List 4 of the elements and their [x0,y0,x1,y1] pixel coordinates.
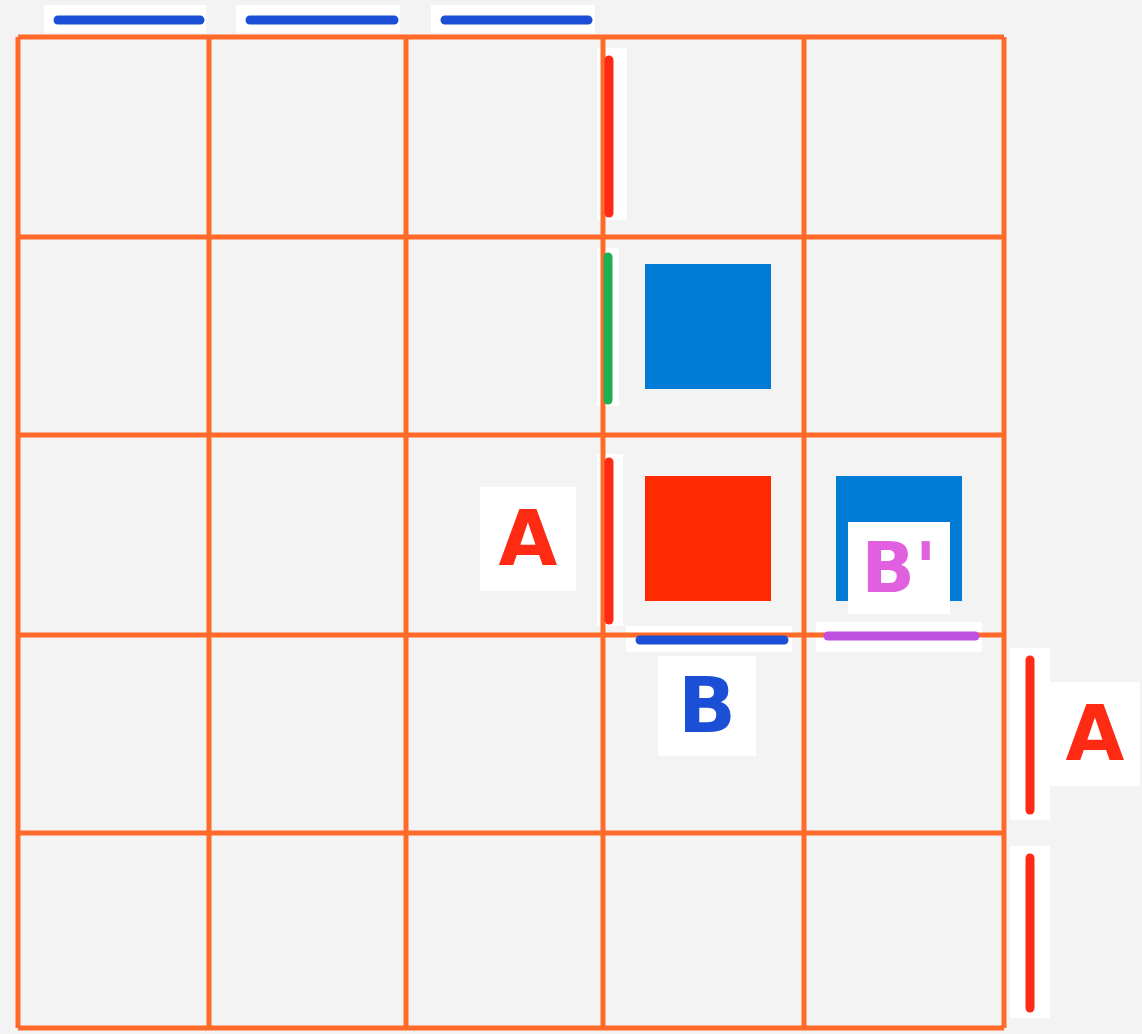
letter-label: A [480,487,576,591]
letter-label: B [658,656,756,756]
letter-label: A [1050,682,1140,786]
letter-label: B' [848,522,950,614]
